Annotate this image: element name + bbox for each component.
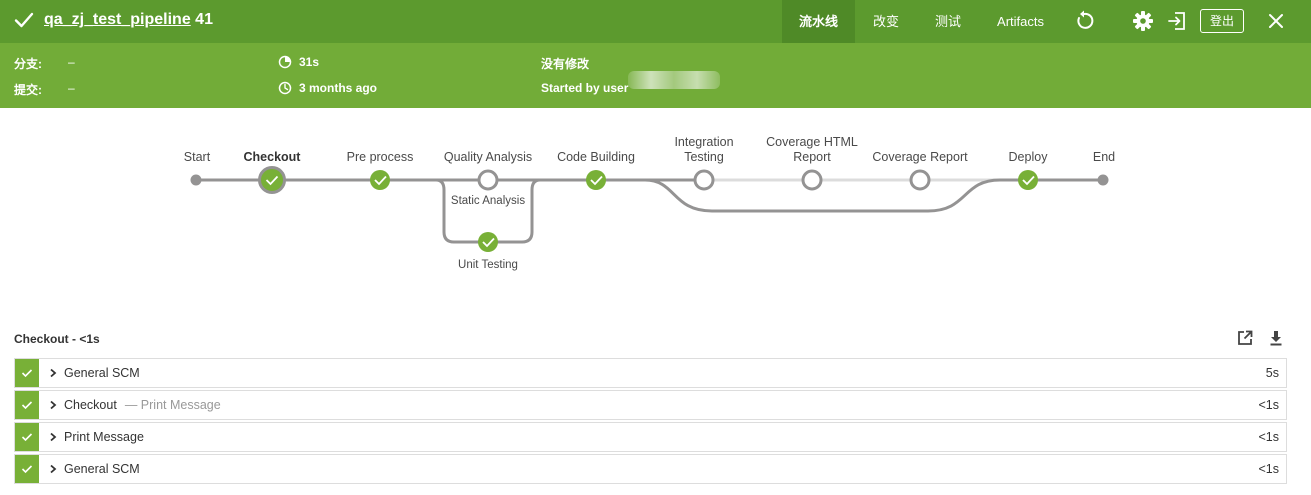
chevron-right-icon[interactable] [48,432,58,442]
tab-changes[interactable]: 改变 [873,14,900,29]
stage-node-unit-testing[interactable] [478,232,498,252]
stage-label-deploy: Deploy [1009,150,1049,164]
stage-label-pre-process: Pre process [347,150,414,164]
status-success-icon [15,391,39,419]
open-in-new-icon[interactable] [1236,329,1254,347]
step-duration: <1s [1258,430,1279,444]
step-duration: <1s [1258,398,1279,412]
step-name-wrap: Checkout — Print Message [64,398,221,412]
stage-node-static-analysis[interactable] [477,169,499,191]
end-node [1097,174,1109,186]
start-node [190,174,202,186]
commit-label: 提交: [14,83,42,97]
run-title: qa_zj_test_pipeline 41 [44,11,213,29]
chevron-right-icon[interactable] [48,368,58,378]
step-row[interactable]: General SCM <1s [14,454,1287,484]
run-number: 41 [195,11,213,28]
time-ago: 3 months ago [299,81,378,95]
stage-node-checkout[interactable] [258,166,286,194]
steps-list: General SCM 5s Checkout — Print Message <… [14,358,1287,486]
status-success-icon [15,359,39,387]
branch-label-static-analysis: Static Analysis [451,195,525,207]
step-description: — Print Message [124,398,221,412]
stage-node-deploy[interactable] [1018,170,1038,190]
pipeline-graph: Start Checkout Pre process Quality Analy… [0,108,1311,323]
run-summary: 分支: – 提交: – 31s 3 months ago 没有修改 Starte… [0,43,1311,108]
started-by: Started by user [541,81,629,95]
stage-node-code-building[interactable] [586,170,606,190]
redacted-username [628,71,720,89]
steps-panel-title: Checkout - <1s [14,332,100,346]
tab-artifacts[interactable]: Artifacts [997,14,1044,29]
step-row[interactable]: Print Message <1s [14,422,1287,452]
chevron-right-icon[interactable] [48,400,58,410]
logout-button[interactable]: 登出 [1200,9,1244,33]
stage-label-integration-line1: Integration [674,135,733,149]
pipeline-graph-svg: Start Checkout Pre process Quality Analy… [184,135,1115,271]
tab-pipeline[interactable]: 流水线 [782,0,855,43]
stage-label-coverage-html-line2: Report [793,150,831,164]
pipeline-name-link[interactable]: qa_zj_test_pipeline [44,11,191,28]
stage-label-integration-line2: Testing [684,150,724,164]
exit-icon[interactable] [1166,10,1188,32]
status-success-icon [15,455,39,483]
stage-label-code-building: Code Building [557,150,635,164]
stage-node-integration-testing[interactable] [693,169,715,191]
stage-node-coverage-report[interactable] [909,169,931,191]
graph-connections [196,178,1103,244]
download-icon[interactable] [1267,329,1285,347]
step-name: Checkout [64,398,117,412]
duration-icon [278,55,292,69]
stage-label-start: Start [184,150,211,164]
step-row[interactable]: General SCM 5s [14,358,1287,388]
header-tabs: 流水线 改变 测试 Artifacts [782,0,1062,43]
stage-label-checkout: Checkout [244,150,302,164]
status-success-icon [15,423,39,451]
close-icon[interactable] [1265,10,1287,32]
branch-label: 分支: [14,57,42,71]
step-name: Print Message [64,430,144,444]
gear-icon[interactable] [1132,10,1154,32]
step-duration: <1s [1258,462,1279,476]
stage-labels: Start Checkout Pre process Quality Analy… [184,135,1115,271]
duration-value: 31s [299,55,320,69]
commit-value: – [68,81,75,95]
step-row[interactable]: Checkout — Print Message <1s [14,390,1287,420]
stage-label-coverage-report: Coverage Report [872,150,968,164]
step-name: General SCM [64,462,140,476]
branch-value: – [68,55,75,69]
clock-icon [278,81,292,95]
stage-label-end: End [1093,150,1115,164]
changes-text: 没有修改 [541,57,590,71]
step-duration: 5s [1265,366,1279,380]
replay-icon[interactable] [1073,10,1095,32]
branch-label-unit-testing: Unit Testing [458,259,518,271]
stage-label-coverage-html-line1: Coverage HTML [766,135,858,149]
stage-node-coverage-html-report[interactable] [801,169,823,191]
stage-label-quality-analysis: Quality Analysis [444,150,532,164]
chevron-right-icon[interactable] [48,464,58,474]
tab-tests[interactable]: 测试 [935,14,962,29]
step-name: General SCM [64,366,140,380]
top-bar: qa_zj_test_pipeline 41 流水线 改变 测试 Artifac… [0,0,1311,43]
stage-node-pre-process[interactable] [370,170,390,190]
check-icon [14,12,34,28]
